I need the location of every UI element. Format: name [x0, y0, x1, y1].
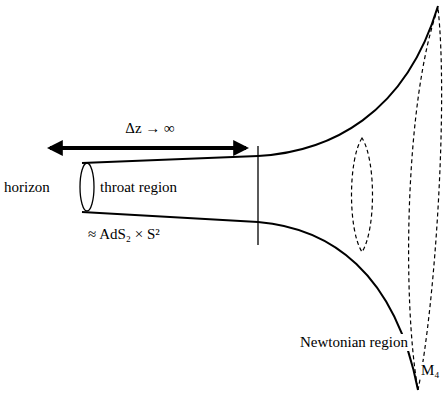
length-label: Δz → ∞ — [125, 120, 175, 137]
horizon-ellipse — [80, 163, 94, 211]
cross-section-ellipse — [409, 8, 442, 390]
region-label: Newtonian region — [298, 334, 410, 351]
throat-boundary — [257, 146, 258, 245]
length-arrow — [50, 146, 246, 150]
manifold-label: M₄ — [419, 362, 442, 379]
geometry-label: ≈ AdS₂ × S² — [88, 226, 160, 243]
cross-section-ellipse — [352, 138, 373, 252]
lower-profile — [82, 212, 418, 390]
upper-profile — [82, 6, 438, 163]
region-label: horizon — [4, 179, 50, 196]
region-label: throat region — [100, 179, 177, 196]
